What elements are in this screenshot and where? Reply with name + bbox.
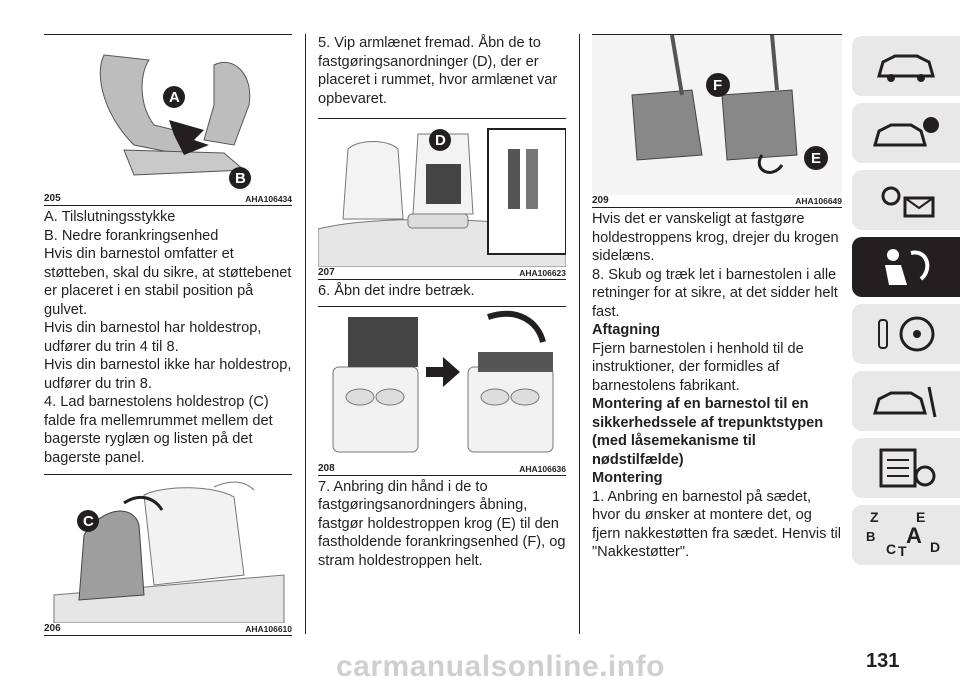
callout-e-label: E (811, 150, 821, 167)
legend-b: B. Nedre forankringsenhed (44, 227, 219, 244)
step-5: 5. Vip armlænet fremad. Åbn de to fastgø… (318, 35, 558, 107)
figure-rule (44, 474, 292, 475)
figure-205-caption: 205 AHA106434 (44, 193, 292, 206)
tab-seat-airbag[interactable] (852, 237, 960, 297)
tab-car-dashboard[interactable] (852, 36, 960, 96)
index-letter: Z (870, 509, 879, 525)
figure-208-caption: 208 AHA106636 (318, 463, 566, 476)
figure-number: 208 (318, 462, 335, 474)
callout-f (706, 73, 730, 97)
column-divider (579, 34, 580, 634)
callout-c-label: C (83, 513, 94, 530)
tab-alphabet-index[interactable]: Z E B A C T D (852, 505, 960, 565)
key-steering-icon (878, 316, 935, 352)
step-7: 7. Anbring din hånd i de to fastgøringsa… (318, 478, 566, 569)
top-rule (592, 34, 842, 35)
tab-checklist-gear[interactable] (852, 438, 960, 498)
figure-206: C (44, 475, 292, 623)
figure-207-illustration: D (318, 128, 566, 267)
figure-205: A B (44, 35, 292, 193)
tab-warning-lights[interactable] (852, 170, 960, 230)
paragraph: Hvis det er vanskeligt at fastgøre holde… (592, 211, 839, 264)
column-3: F E 209 AHA106649 Hvis det er vanskeligt… (592, 34, 842, 562)
paragraph: Hvis din barnestol omfatter et støtteben… (44, 246, 292, 318)
index-letter: B (866, 529, 876, 544)
car-dashboard-icon (877, 54, 935, 82)
checklist-gear-icon (879, 448, 936, 488)
index-letter: D (930, 539, 941, 555)
figure-206-caption: 206 AHA106610 (44, 623, 292, 636)
heading-montering-trepunkt: Montering af en barnestol til en sikkerh… (592, 396, 824, 468)
callout-c (77, 510, 99, 532)
alphabet-index-icon: Z E B A C T D (866, 509, 946, 561)
figure-208 (318, 307, 566, 463)
step-6: 6. Åbn det indre betræk. (318, 283, 475, 299)
figure-code: AHA106434 (245, 194, 292, 204)
index-letter: A (906, 523, 922, 548)
figure-209-illustration: F E (592, 35, 842, 195)
heading-aftagning: Aftagning (592, 322, 661, 338)
legend-a: A. Tilslutningsstykke (44, 209, 176, 225)
figure-code: AHA106636 (519, 463, 566, 474)
index-letter: T (898, 543, 907, 559)
figure-code: AHA106610 (245, 624, 292, 634)
paragraph: Hvis din barnestol har holdestrop, udfør… (44, 320, 262, 355)
chapter-tabs: Z E B A C T D (852, 36, 960, 572)
callout-d-label: D (435, 132, 446, 149)
car-info-icon (873, 117, 939, 147)
figure-206-illustration: C (53, 481, 285, 623)
tab-car-tools[interactable] (852, 371, 960, 431)
column-2: 5. Vip armlænet fremad. Åbn de to fastgø… (318, 34, 566, 570)
figure-205-illustration: A B (99, 54, 251, 189)
step-8: 8. Skub og træk let i barnestolen i alle… (592, 266, 838, 320)
callout-b (229, 167, 251, 189)
figure-rule (318, 305, 566, 307)
callout-a (163, 86, 185, 108)
seat-airbag-icon (885, 249, 930, 285)
figure-code: AHA106649 (795, 196, 842, 206)
column-1: A B 205 AHA106434 A. Tilslutningsstykke … (44, 34, 292, 638)
heading-montering: Montering (592, 470, 663, 486)
callout-e (804, 146, 828, 170)
figure-207: D (318, 119, 566, 267)
figure-number: 209 (592, 195, 609, 206)
step-1: 1. Anbring en barnestol på sædet, hvor d… (592, 488, 842, 561)
column-divider (305, 34, 306, 634)
figure-code: AHA106623 (519, 268, 566, 278)
car-tools-icon (873, 386, 937, 418)
arrow-icon (426, 356, 460, 387)
page-number: 131 (866, 650, 900, 672)
figure-number: 206 (44, 623, 61, 634)
index-letter: E (916, 509, 926, 525)
figure-number: 205 (44, 193, 61, 204)
figure-rule (318, 118, 566, 119)
paragraph: Fjern barnestolen i henhold til de instr… (592, 340, 804, 394)
callout-b-label: B (235, 170, 246, 187)
index-letter: C (886, 541, 897, 557)
figure-number: 207 (318, 267, 335, 278)
tab-key-steering[interactable] (852, 304, 960, 364)
warning-lights-icon (881, 186, 935, 218)
figure-207-caption: 207 AHA106623 (318, 267, 566, 280)
paragraph: Hvis din barnestol ikke har holdestrop, … (44, 357, 292, 392)
tab-car-info[interactable] (852, 103, 960, 163)
figure-209: F E (592, 35, 842, 195)
callout-a-label: A (169, 89, 180, 106)
watermark: carmanualsonline.info (336, 650, 665, 683)
figure-209-caption: 209 AHA106649 (592, 195, 842, 208)
step-4: 4. Lad barnestolens holdestrop (C) falde… (44, 394, 273, 466)
figure-208-illustration (332, 310, 554, 452)
callout-d (429, 129, 451, 151)
callout-f-label: F (713, 77, 722, 94)
top-rule (44, 34, 292, 35)
